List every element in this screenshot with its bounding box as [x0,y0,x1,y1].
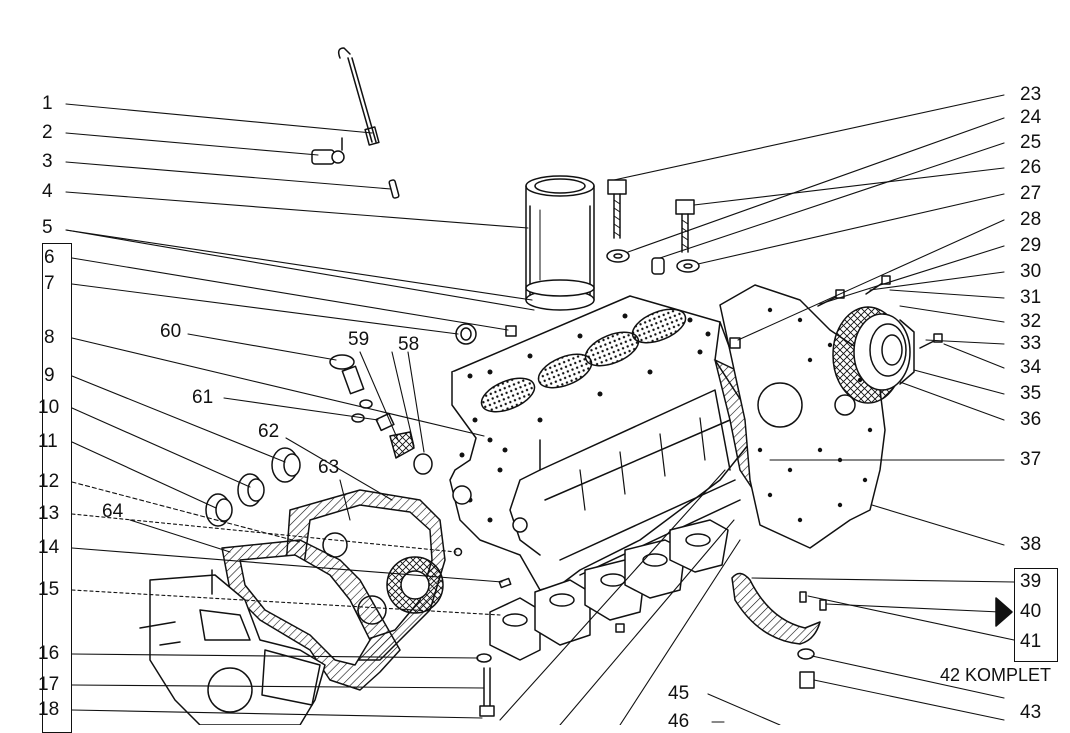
label-6: 6 [44,247,55,268]
label-59: 59 [348,329,370,350]
label-15: 15 [38,579,60,600]
label-13: 13 [38,503,60,524]
valve-parts [329,323,517,475]
seal-rings-part [205,447,301,527]
label-39: 39 [1020,571,1042,592]
group-bracket-right [1014,568,1058,662]
label-31: 31 [1020,287,1042,308]
label-28: 28 [1020,209,1042,230]
rear-seal-part [832,306,915,404]
label-9: 9 [44,365,55,386]
label-16: 16 [38,643,60,664]
label-26: 26 [1020,157,1042,178]
pin-part [388,179,400,199]
label-58: 58 [398,334,420,355]
label-63: 63 [318,457,340,478]
label-61: 61 [192,387,214,408]
bolt-group-top [606,179,700,275]
leader-lines [65,94,1015,725]
label-5: 5 [42,217,53,238]
label-18: 18 [38,699,60,720]
label-3: 3 [42,151,53,172]
label-24: 24 [1020,107,1042,128]
pointer-arrow [995,597,1013,627]
label-2: 2 [42,122,53,143]
label-12: 12 [38,471,60,492]
dipstick-part [337,47,380,146]
cylinder-liner-part [525,175,595,311]
label-33: 33 [1020,333,1042,354]
label-45: 45 [668,683,690,704]
label-23: 23 [1020,84,1042,105]
label-46: 46 [668,711,690,732]
label-60: 60 [160,321,182,342]
engine-block-part [449,295,776,591]
label-25: 25 [1020,132,1042,153]
fitting-part [311,137,345,165]
kit-label: 42 KOMPLET [940,665,1052,685]
label-41: 41 [1020,631,1042,652]
label-37: 37 [1020,449,1042,470]
label-8: 8 [44,327,55,348]
label-17: 17 [38,674,60,695]
label-29: 29 [1020,235,1042,256]
label-38: 38 [1020,534,1042,555]
label-62: 62 [258,421,280,442]
label-10: 10 [38,397,60,418]
label-14: 14 [38,537,60,558]
label-4: 4 [42,181,53,202]
timing-cover-part [139,574,326,725]
label-64: 64 [102,501,124,522]
label-1: 1 [42,93,53,114]
label-7: 7 [44,273,55,294]
front-gasket-part [221,539,401,691]
label-11: 11 [38,431,58,452]
label-27: 27 [1020,183,1042,204]
label-36: 36 [1020,409,1042,430]
label-43: 43 [1020,702,1042,723]
label-35: 35 [1020,383,1042,404]
bearing-caps-part [489,519,729,661]
label-30: 30 [1020,261,1042,282]
thrust-bearing-part [731,572,827,645]
label-34: 34 [1020,357,1042,378]
bolt-43-part [797,648,815,689]
label-32: 32 [1020,311,1042,332]
label-40: 40 [1020,601,1042,622]
